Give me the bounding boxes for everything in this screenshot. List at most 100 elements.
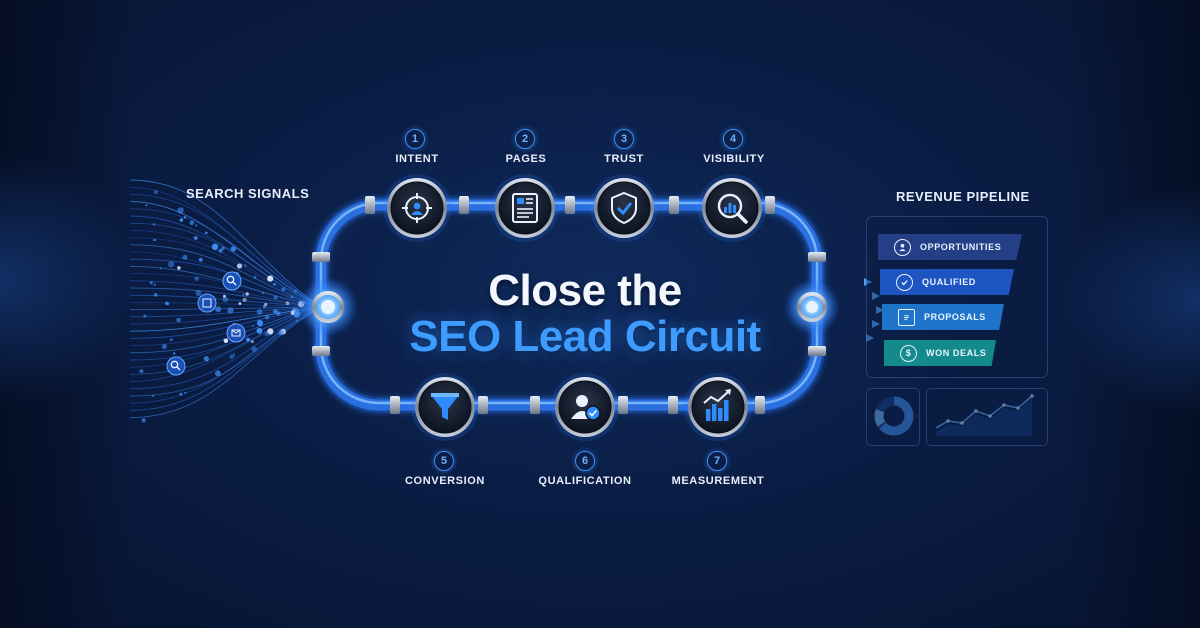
signal-dot xyxy=(222,296,229,303)
signal-dot xyxy=(215,370,221,377)
shield-check-icon xyxy=(611,191,637,225)
signal-dot xyxy=(293,289,297,293)
pipe-couplers xyxy=(312,196,826,414)
step-label-measurement: MEASUREMENT xyxy=(671,475,765,487)
signal-dot xyxy=(177,266,181,270)
headline-line-2: SEO Lead Circuit xyxy=(409,312,761,361)
signal-line xyxy=(129,306,323,404)
step-label-pages: PAGES xyxy=(505,153,547,165)
signal-dot xyxy=(273,283,276,286)
signal-line xyxy=(129,244,323,308)
step-number-4: 4 xyxy=(723,129,743,149)
signal-dot xyxy=(143,314,147,318)
stage-proposals: PROPOSALS xyxy=(882,304,1004,330)
search-icon xyxy=(166,356,186,376)
dollar-icon: $ xyxy=(900,344,917,362)
left-vignette xyxy=(0,0,130,628)
signal-line xyxy=(129,215,323,308)
mail-icon xyxy=(226,323,246,343)
left-glow xyxy=(0,150,140,410)
step-number-6: 6 xyxy=(575,451,595,471)
signal-line xyxy=(129,306,323,419)
signal-dot xyxy=(273,309,278,314)
revenue-pipeline-title: REVENUE PIPELINE xyxy=(896,189,1030,204)
output-port xyxy=(784,279,840,335)
document-icon xyxy=(898,308,915,326)
stage-label: WON DEALS xyxy=(926,348,987,358)
step-number-1: 1 xyxy=(405,129,425,149)
signal-dot xyxy=(169,338,173,342)
check-icon xyxy=(896,273,913,291)
signal-dot xyxy=(242,297,247,302)
step-node-intent xyxy=(383,174,451,242)
signal-dot xyxy=(256,327,263,334)
signal-dot xyxy=(232,353,236,356)
signal-dot xyxy=(290,295,294,299)
image-icon xyxy=(197,293,217,313)
signal-dot xyxy=(152,222,156,226)
output-arrows xyxy=(834,278,884,342)
signal-dot xyxy=(246,337,250,342)
signal-line xyxy=(129,208,323,308)
signal-dot xyxy=(264,302,268,306)
signal-dot xyxy=(278,330,284,336)
signal-dot xyxy=(167,261,175,268)
signal-dot xyxy=(195,290,202,296)
signal-dot xyxy=(159,267,162,270)
signal-dot xyxy=(223,338,229,344)
signal-dot xyxy=(256,319,264,327)
right-glow xyxy=(1060,180,1200,420)
signal-dot xyxy=(153,190,158,195)
signal-dot xyxy=(250,340,254,344)
signal-dot xyxy=(177,207,184,214)
signal-dot xyxy=(153,283,156,286)
signal-dot xyxy=(164,301,169,305)
signal-dot xyxy=(293,311,300,318)
signal-dot xyxy=(229,354,234,359)
stage-qualified: QUALIFIED xyxy=(880,269,1014,295)
signal-dot xyxy=(161,343,167,350)
signal-dot xyxy=(251,346,257,352)
step-number-2: 2 xyxy=(515,129,535,149)
step-label-intent: INTENT xyxy=(395,153,439,165)
signal-dot xyxy=(153,293,158,297)
signal-line xyxy=(129,251,323,308)
signal-dot xyxy=(189,220,194,226)
signal-line xyxy=(129,306,323,411)
signal-dot xyxy=(153,238,156,242)
stage-opportunities: OPPORTUNITIES xyxy=(878,234,1022,260)
funnel-icon xyxy=(431,393,459,420)
flow-arrow-head xyxy=(876,306,884,314)
signal-dot xyxy=(253,275,257,279)
signal-dot xyxy=(176,317,181,323)
signal-dot xyxy=(141,418,146,423)
step-node-conversion xyxy=(411,373,479,441)
signal-dot xyxy=(193,236,198,240)
signal-dot xyxy=(149,281,153,285)
signal-dot xyxy=(236,263,243,269)
step-node-trust xyxy=(590,174,658,242)
step-node-qualification xyxy=(551,373,619,441)
step-node-measurement xyxy=(684,373,752,441)
signal-dot xyxy=(173,352,176,355)
signal-line xyxy=(129,301,323,308)
bar-trend-icon xyxy=(703,389,731,421)
step-number-5: 5 xyxy=(434,451,454,471)
signal-dot xyxy=(218,248,223,253)
signal-dot xyxy=(215,306,222,313)
signal-dot xyxy=(139,369,144,374)
signal-dot xyxy=(206,359,209,362)
signal-dot xyxy=(194,276,199,281)
signal-dot xyxy=(145,204,148,207)
step-label-qualification: QUALIFICATION xyxy=(538,475,632,487)
signal-dot xyxy=(212,243,218,250)
stage-label: QUALIFIED xyxy=(922,277,976,287)
signal-dot xyxy=(151,394,155,398)
flow-arrow-head xyxy=(866,334,874,342)
signal-line xyxy=(129,306,323,390)
signal-dot xyxy=(198,257,203,262)
signal-dot xyxy=(230,246,237,252)
signal-dot xyxy=(184,391,187,394)
search-icon xyxy=(222,271,242,291)
step-label-visibility: VISIBILITY xyxy=(703,153,765,165)
